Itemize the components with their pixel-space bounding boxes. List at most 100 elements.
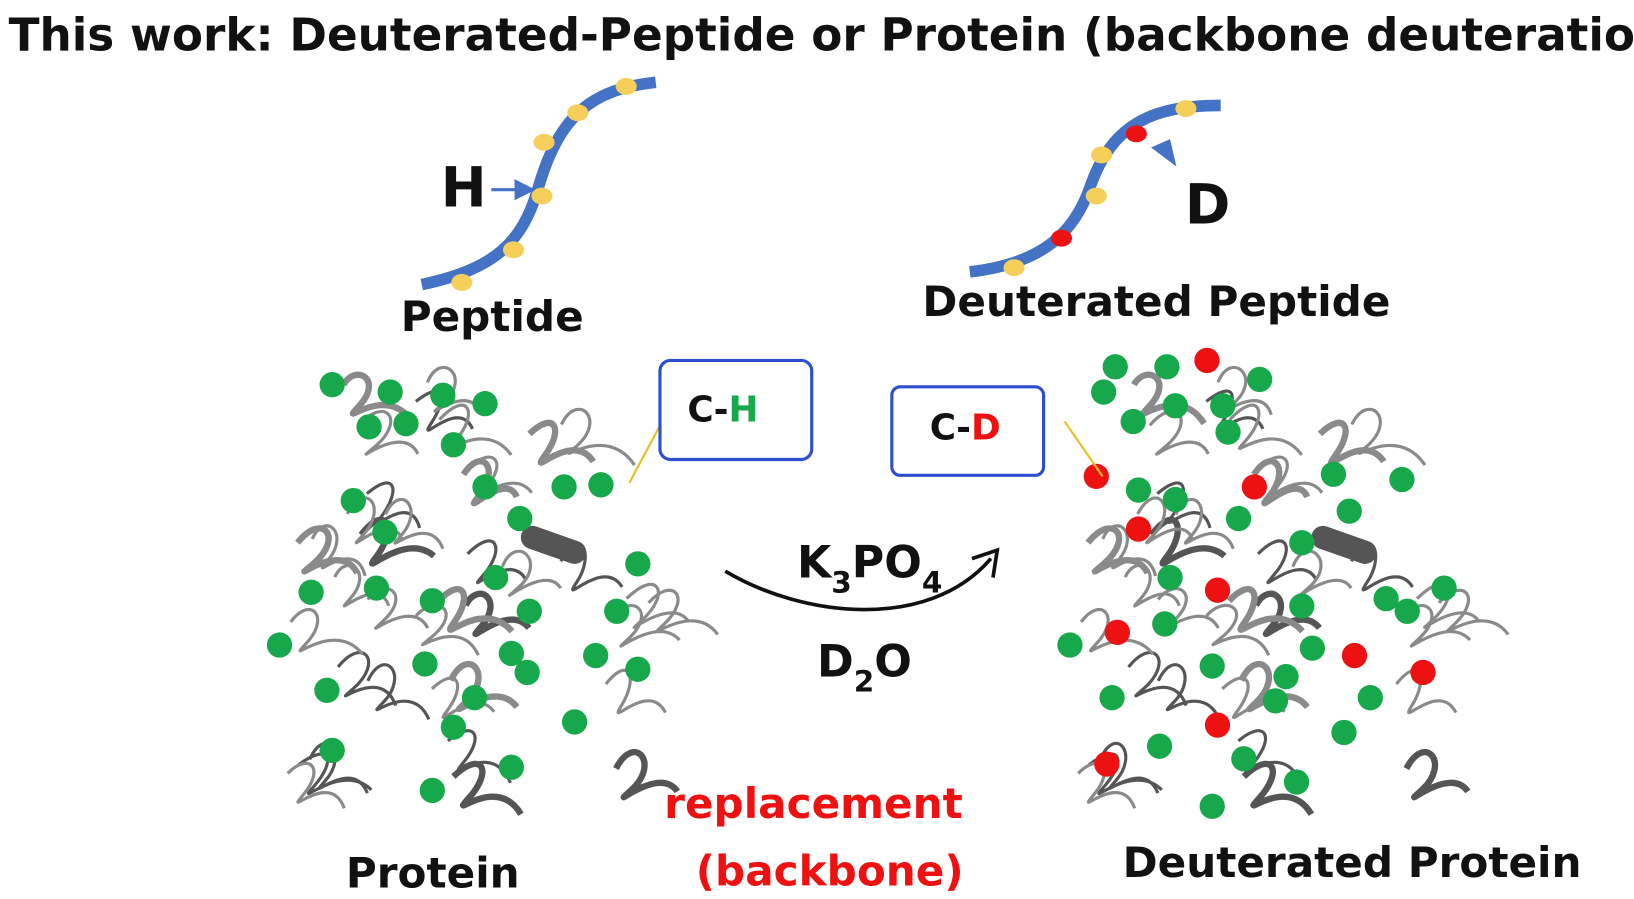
peptide-residue-dot [533, 133, 555, 151]
backbone-coil [1403, 749, 1471, 801]
backbone-coil [1228, 403, 1303, 456]
hydrogen-atom-dot [356, 414, 382, 440]
backbone-coil [286, 761, 346, 809]
backbone-coil [1101, 524, 1158, 577]
peptide-label: Peptide [401, 292, 584, 341]
hydrogen-atom-dot [1199, 793, 1225, 819]
backbone-coil [613, 749, 680, 801]
backbone-coil [1437, 588, 1510, 636]
peptide-residue-dot [1091, 146, 1113, 164]
backbone-coil [625, 583, 690, 629]
backbone-coil [1136, 496, 1194, 545]
backbone-coil [1156, 663, 1221, 721]
hydrogen-atom-dot [1273, 663, 1299, 690]
deuterium-atom-dot [1410, 659, 1436, 686]
peptide-residue-dot [1050, 229, 1073, 247]
hydrogen-atom-dot [551, 474, 577, 500]
hydrogen-atom-dot [625, 551, 651, 577]
hydrogen-atom-dot [319, 737, 345, 764]
hydrogen-atom-dot [461, 685, 488, 711]
peptide-residue-dot [1175, 100, 1197, 117]
deuterated-peptide: D Deuterated Peptide [922, 99, 1390, 326]
solvent-formula: D2O [817, 637, 912, 699]
deuterium-atom-dot [1194, 347, 1220, 374]
peptide-residue-dot [531, 187, 553, 205]
hydrogen-atom-dot [1157, 564, 1183, 591]
hydrogen-atom-dot [440, 432, 467, 458]
hydrogen-atom-dot [1125, 477, 1152, 503]
c-h-bond-box [658, 358, 814, 462]
backbone-label: (backbone) [696, 846, 964, 895]
hydrogen-atom-dot [625, 656, 651, 682]
backbone-coil [1174, 498, 1235, 550]
hydrogen-atom-dot [1152, 611, 1178, 637]
pointer-arrow-icon [1151, 139, 1177, 167]
backbone-coil [1205, 603, 1271, 656]
peptide-residue-dot [1125, 125, 1147, 143]
hydrogen-atom-dot [363, 575, 390, 601]
hydrogen-atom-dot [372, 519, 398, 545]
backbone-coil [1156, 481, 1212, 529]
protein-label: Protein [346, 848, 520, 897]
deuterated-peptide-label: Deuterated Peptide [922, 277, 1390, 326]
hydrogen-atom-dot [1162, 486, 1188, 513]
c-d-bond-text: C-D [930, 407, 1001, 448]
deuterium-atom-dot [1094, 751, 1120, 777]
deuterium-atom-dot [1204, 577, 1231, 603]
backbone-coil [310, 524, 367, 577]
hydrogen-atom-dot [1247, 366, 1273, 393]
backbone-coil [365, 481, 422, 529]
hydrogen-atom-dot [419, 588, 445, 614]
backbone-coil [436, 586, 515, 634]
hydrogen-atom-dot [377, 379, 403, 405]
peptide-residue-dot [1085, 187, 1107, 205]
hydrogen-atom-dot [1057, 632, 1083, 658]
hydrogen-atom-dot [1389, 466, 1415, 493]
hydrogen-atom-dot [1299, 635, 1325, 661]
hydrogen-atom-dot [514, 659, 540, 686]
peptide-residue-dot [567, 104, 589, 122]
c-d-bond-box [890, 385, 1046, 477]
hydrogen-atom-dot [1146, 733, 1173, 759]
hydrogen-atom-dot [430, 382, 456, 408]
hydrogen-atom-dot [482, 564, 509, 591]
hydrogen-atom-dot [1154, 354, 1180, 380]
hydrogen-atom-dot [319, 372, 345, 398]
backbone-coil [1226, 586, 1305, 634]
hydrogen-atom-dot [1283, 769, 1310, 795]
backbone-coil [604, 668, 667, 715]
peptide-residue-dot [1003, 259, 1025, 277]
backbone-coil [366, 663, 431, 721]
hydrogen-atom-dot [1320, 461, 1347, 487]
peptide-residue-dot [502, 241, 525, 259]
hydrogen-atom-dot [1120, 408, 1146, 435]
hydrogen-atom-dot [498, 640, 525, 667]
backbone-coil [527, 419, 596, 466]
hydrogen-atom-dot [1162, 393, 1188, 419]
hydrogen-atom-dot [1336, 498, 1362, 524]
hydrogen-atom-dot [516, 598, 542, 624]
pointer-arrow-icon [514, 179, 536, 201]
deuterium-atom-dot [1241, 474, 1268, 500]
hydrogen-atom-dot [1373, 585, 1399, 612]
backbone-coil [1098, 741, 1160, 794]
hydrogen-atom-dot [561, 709, 588, 735]
backbone-coil [289, 608, 364, 656]
hydrogen-atom-dot [1199, 653, 1225, 679]
hydrogen-atom-dot [266, 632, 293, 658]
deuterated-protein-structure [1057, 347, 1510, 819]
peptide: H Peptide [401, 76, 657, 341]
hydrogen-atom-dot [314, 677, 340, 703]
hydrogen-atom-dot [298, 579, 324, 605]
backbone-coil [1317, 419, 1387, 466]
backbone-coil [1251, 458, 1311, 507]
hydrogen-atom-dot [412, 651, 438, 677]
hydrogen-atom-dot [393, 411, 419, 437]
hydrogen-atom-dot [1331, 719, 1357, 746]
hydrogen-atom-dot [1225, 505, 1252, 532]
deuterium-label: D [1185, 172, 1231, 236]
backbone-coil [1350, 407, 1427, 466]
backbone-coil [1402, 604, 1472, 648]
hydrogen-atom-dot [507, 505, 533, 532]
hydrogen-atom-dot [1262, 688, 1289, 714]
